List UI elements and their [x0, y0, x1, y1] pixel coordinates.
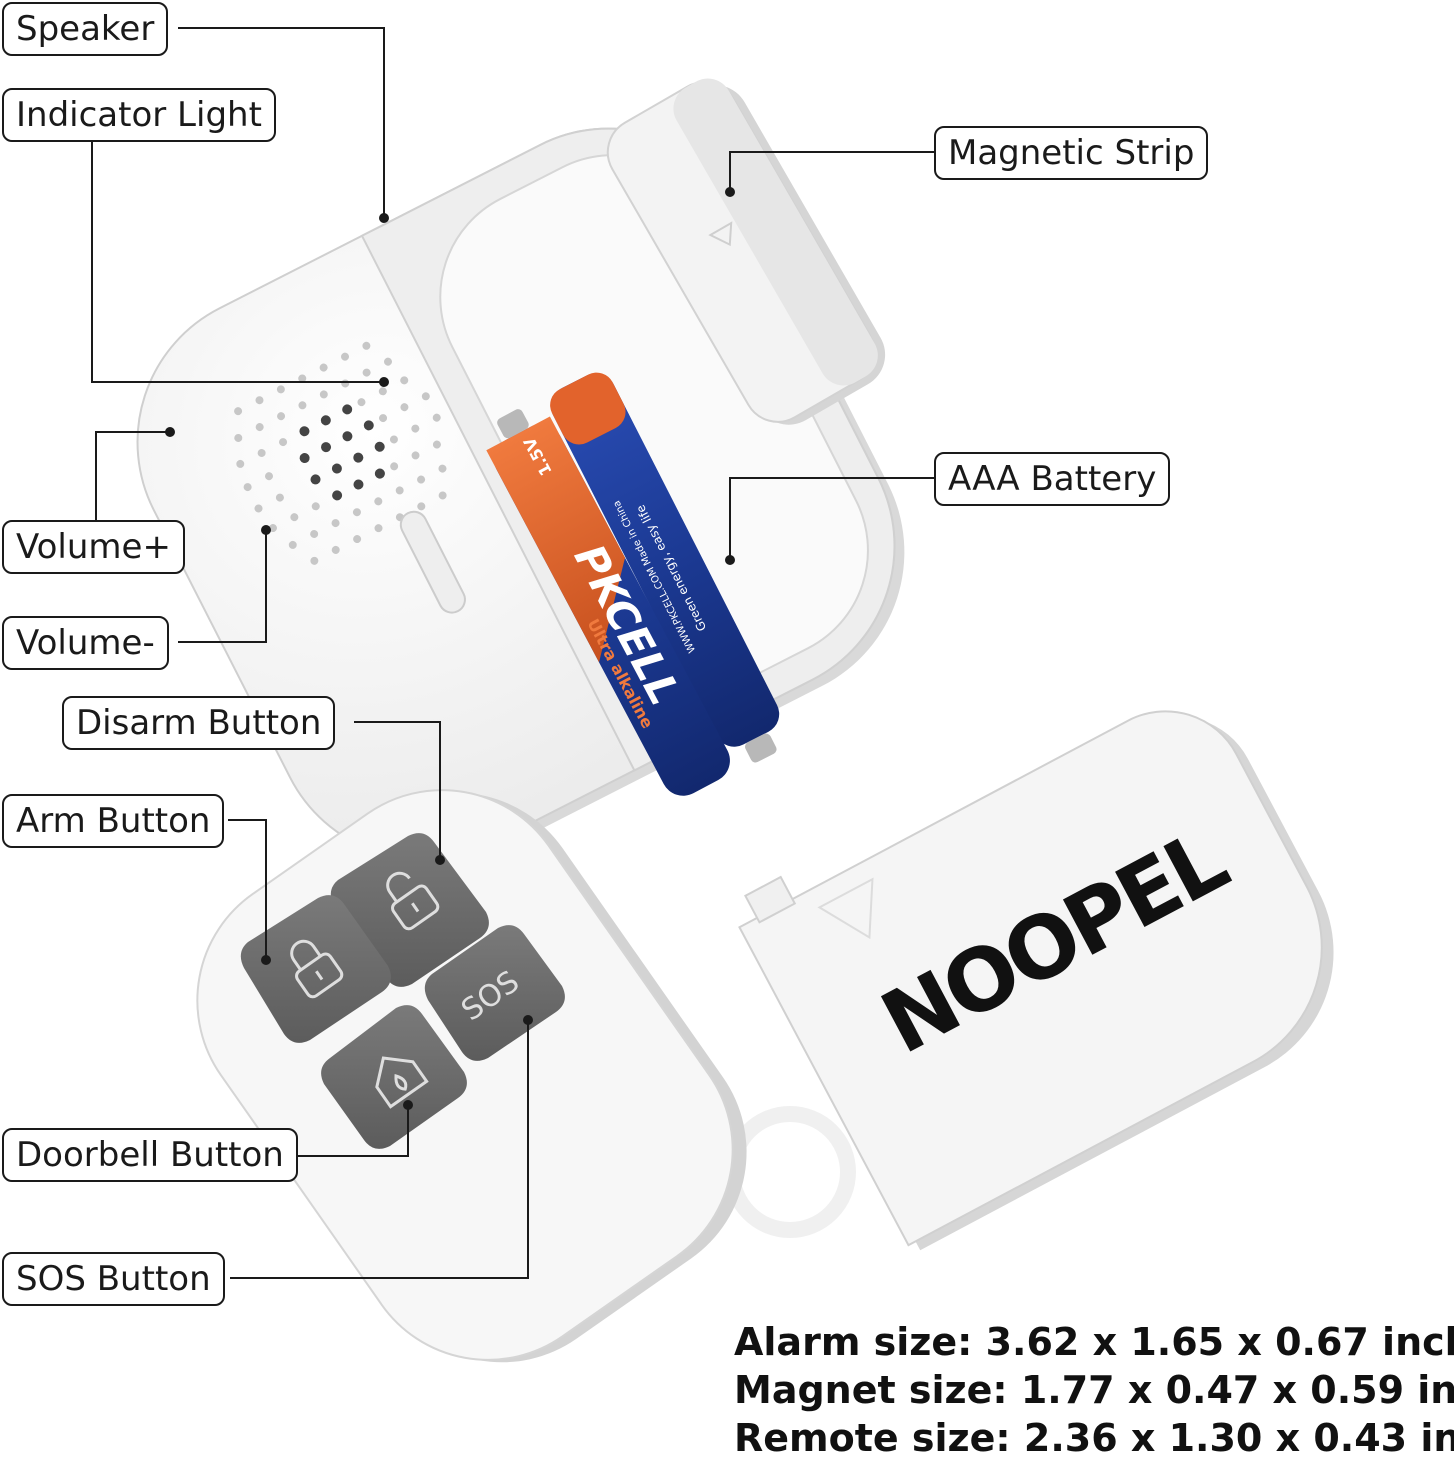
- callout-magnetic-strip: Magnetic Strip: [934, 126, 1209, 180]
- callout-speaker: Speaker: [2, 2, 169, 56]
- key-ring: [724, 1106, 856, 1238]
- spec-alarm-size: Alarm size:3.62 x 1.65 x 0.67 inch: [734, 1320, 1454, 1364]
- callout-arm-button: Arm Button: [2, 794, 225, 848]
- size-specs: Alarm size:3.62 x 1.65 x 0.67 inch Magne…: [734, 1318, 1454, 1462]
- home-drop-icon: [375, 1056, 429, 1109]
- callout-indicator-light: Indicator Light: [2, 88, 276, 142]
- align-arrow-icon: [708, 221, 733, 247]
- speaker-grill: [234, 341, 447, 565]
- callout-sos-button: SOS Button: [2, 1252, 225, 1306]
- battery-cover: NOOPEL: [738, 710, 1334, 1251]
- spec-magnet-size: Magnet size:1.77 x 0.47 x 0.59 inch: [734, 1368, 1454, 1412]
- indicator-light: [399, 510, 466, 614]
- callout-aaa-battery: AAA Battery: [934, 452, 1171, 506]
- remote-keyfob: SOS: [196, 789, 856, 1363]
- unlock-icon: [386, 871, 440, 931]
- leader-dots: [165, 187, 735, 1110]
- arm-key[interactable]: [240, 895, 391, 1043]
- lock-icon: [290, 939, 344, 999]
- magnetic-strip: [606, 78, 886, 425]
- callout-doorbell-button: Doorbell Button: [2, 1128, 298, 1182]
- spec-remote-size: Remote size:2.36 x 1.30 x 0.43 inch: [734, 1416, 1454, 1460]
- callout-volume-up: Volume+: [2, 520, 185, 574]
- sos-key[interactable]: SOS: [424, 925, 565, 1061]
- doorbell-key[interactable]: [321, 1005, 467, 1149]
- callout-disarm-button: Disarm Button: [62, 696, 336, 750]
- callout-volume-down: Volume-: [2, 616, 169, 670]
